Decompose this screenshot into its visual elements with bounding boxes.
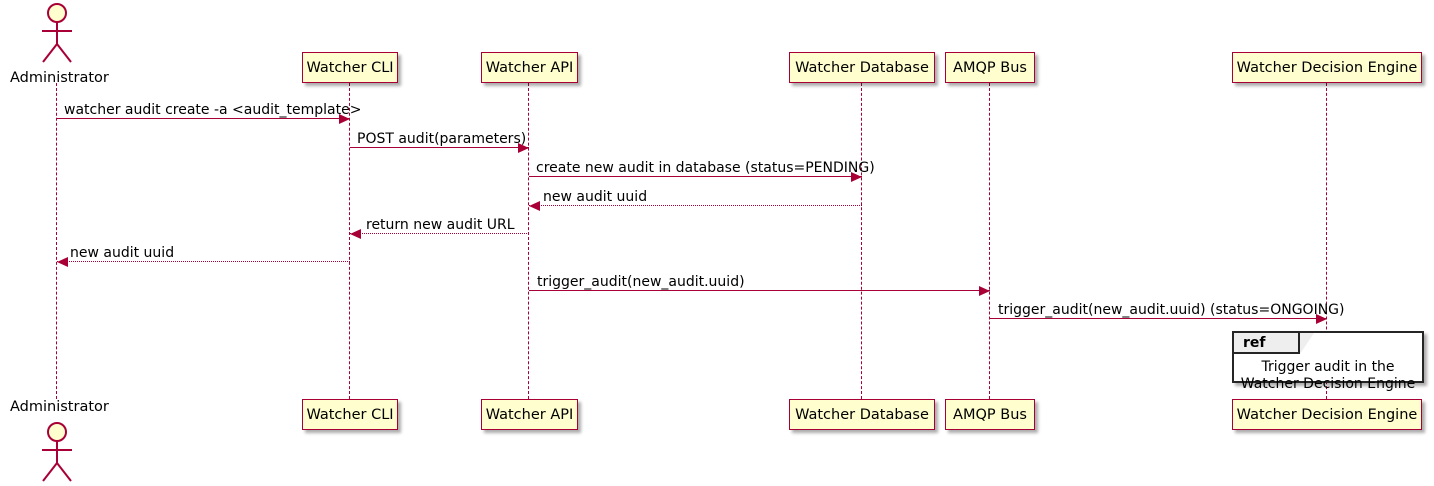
participant-box-watcher-api-bottom[interactable]: Watcher API	[481, 399, 578, 430]
lifeline-watcher-cli	[349, 83, 350, 399]
participant-box-decision-engine-top[interactable]: Watcher Decision Engine	[1232, 52, 1422, 83]
participant-box-watcher-db-bottom[interactable]: Watcher Database	[789, 399, 935, 430]
participant-box-amqp-bus-bottom[interactable]: AMQP Bus	[945, 399, 1035, 430]
message-label-m1: watcher audit create -a <audit_template>	[64, 102, 362, 118]
ref-fragment-tab-label: ref	[1243, 334, 1266, 351]
arrow-head-m8	[1316, 313, 1327, 324]
lifeline-amqp-bus	[989, 83, 990, 399]
message-line-m7	[529, 290, 990, 291]
participant-label: Watcher CLI	[306, 406, 394, 423]
participant-label: Watcher Database	[795, 59, 929, 76]
arrow-head-m4	[529, 200, 540, 211]
participant-box-watcher-cli-bottom[interactable]: Watcher CLI	[302, 399, 398, 430]
participant-label: Watcher Database	[795, 406, 929, 423]
message-label-m5: return new audit URL	[366, 217, 515, 233]
lifeline-decision-engine	[1326, 83, 1327, 399]
actor-figure-administrator-top	[34, 2, 80, 64]
ref-fragment-tab-notch	[1300, 333, 1314, 354]
participant-box-decision-engine-bottom[interactable]: Watcher Decision Engine	[1232, 399, 1422, 430]
message-line-m1	[57, 118, 350, 119]
arrow-head-m1	[339, 113, 350, 124]
lifeline-watcher-api	[528, 83, 529, 399]
participant-label: AMQP Bus	[953, 59, 1027, 76]
message-label-m4: new audit uuid	[543, 189, 648, 205]
arrow-head-m7	[979, 285, 990, 296]
message-line-m5	[350, 233, 529, 234]
message-label-m8: trigger_audit(new_audit.uuid) (status=ON…	[998, 302, 1345, 318]
participant-label: Watcher API	[485, 59, 574, 76]
arrow-head-m2	[518, 142, 529, 153]
message-label-m6: new audit uuid	[70, 245, 175, 261]
participant-label: Watcher Decision Engine	[1236, 406, 1418, 423]
message-line-m6	[57, 261, 350, 262]
actor-label-administrator-bottom: Administrator	[10, 399, 109, 415]
arrow-head-m6	[57, 256, 68, 267]
participant-box-watcher-db-top[interactable]: Watcher Database	[789, 52, 935, 83]
participant-box-watcher-cli-top[interactable]: Watcher CLI	[302, 52, 398, 83]
actor-figure-administrator-bottom	[34, 421, 80, 483]
arrow-head-m3	[851, 171, 862, 182]
participant-label: Watcher CLI	[306, 59, 394, 76]
lifeline-administrator	[56, 83, 57, 399]
participant-label: AMQP Bus	[953, 406, 1027, 423]
ref-fragment-line-2: Watcher Decision Engine	[1240, 376, 1416, 392]
ref-fragment-tab: ref	[1234, 333, 1300, 354]
message-line-m8	[990, 318, 1327, 319]
message-label-m7: trigger_audit(new_audit.uuid)	[537, 274, 745, 290]
participant-label: Watcher Decision Engine	[1236, 59, 1418, 76]
message-line-m4	[529, 205, 862, 206]
arrow-head-m5	[350, 228, 361, 239]
message-label-m3: create new audit in database (status=PEN…	[536, 160, 875, 176]
participant-box-watcher-api-top[interactable]: Watcher API	[481, 52, 578, 83]
actor-label-administrator-top: Administrator	[10, 70, 109, 86]
ref-fragment-line-1: Trigger audit in the	[1261, 359, 1395, 375]
lifeline-watcher-db	[861, 83, 862, 399]
message-line-m2	[350, 147, 529, 148]
participant-box-amqp-bus-top[interactable]: AMQP Bus	[945, 52, 1035, 83]
message-line-m3	[529, 176, 862, 177]
participant-label: Watcher API	[485, 406, 574, 423]
message-label-m2: POST audit(parameters)	[357, 131, 527, 147]
